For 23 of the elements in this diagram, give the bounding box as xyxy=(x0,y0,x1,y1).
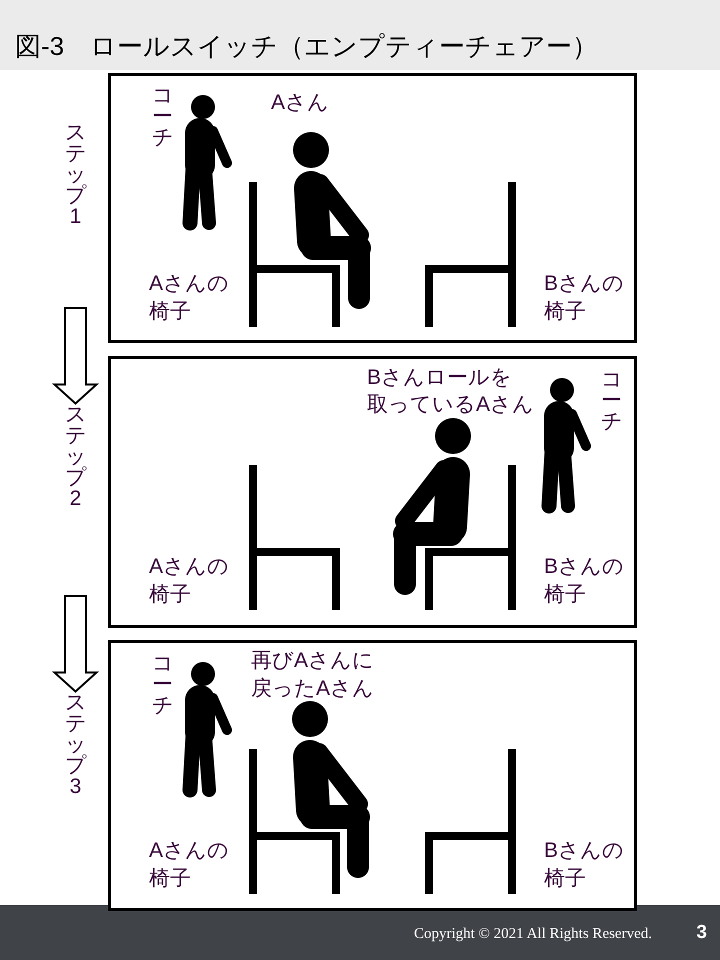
chair-label: Aさんの椅子 xyxy=(149,838,230,892)
step-label: ステップ1 xyxy=(65,122,86,227)
person-label: コーチ xyxy=(601,369,622,432)
person-label: Bさんロールを取っているAさん xyxy=(367,365,535,418)
copyright-notice: Copyright © 2021 All Rights Reserved. xyxy=(414,925,652,943)
scene-panel xyxy=(108,640,637,911)
person-label: Aさん xyxy=(271,90,330,116)
person-label: 再びAさんに戻ったAさん xyxy=(251,648,375,702)
title: 図-3 ロールスイッチ（エンプティーチェアー） xyxy=(15,31,598,61)
chair-label: Aさんの椅子 xyxy=(149,271,230,325)
person-label: コーチ xyxy=(152,85,173,148)
chair-label: Bさんの椅子 xyxy=(544,554,626,608)
chair-label: Bさんの椅子 xyxy=(544,838,626,892)
chair-label: Aさんの椅子 xyxy=(149,554,230,608)
chair-label: Bさんの椅子 xyxy=(544,271,626,325)
person-label: コーチ xyxy=(152,653,173,716)
block-arrow xyxy=(52,595,100,693)
block-arrow xyxy=(52,307,100,405)
scene-panel xyxy=(108,356,637,628)
step-label: ステップ3 xyxy=(65,692,86,797)
scene-panel xyxy=(108,73,637,343)
page-number: 3 xyxy=(696,922,707,944)
step-label: ステップ2 xyxy=(65,404,86,509)
